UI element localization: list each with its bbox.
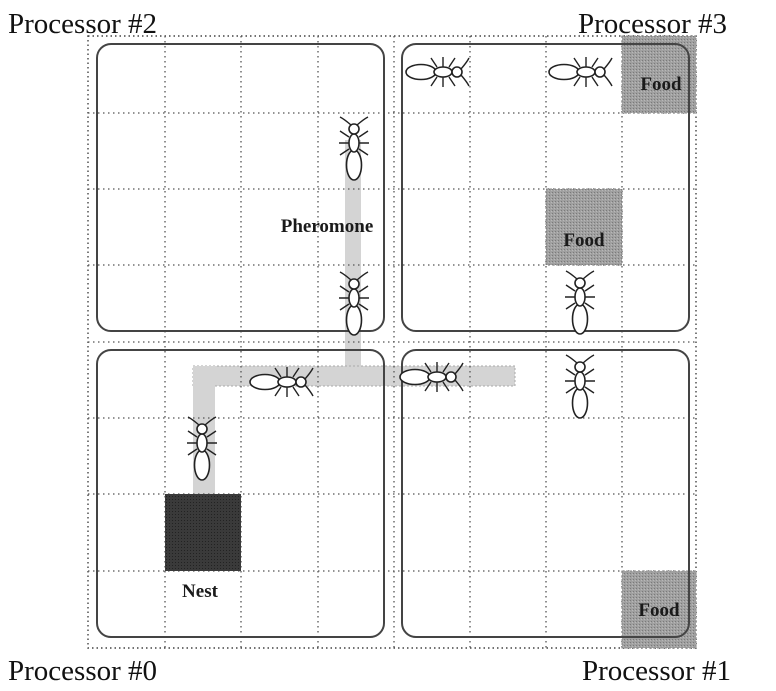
ant-icon <box>565 271 595 334</box>
ant-icon <box>339 272 369 335</box>
food-label-top-right: Food <box>640 74 682 95</box>
processor-0-region <box>97 350 384 637</box>
ant-icon <box>339 117 369 180</box>
nest-cell <box>165 494 241 571</box>
nest-label: Nest <box>182 581 219 602</box>
food-label-middle: Food <box>563 230 605 251</box>
ant-icon <box>565 355 595 418</box>
pheromone-label: Pheromone <box>281 216 374 237</box>
food-label-bottom-right: Food <box>638 600 680 621</box>
ant-icon <box>406 57 469 87</box>
food-cell-middle <box>546 189 622 265</box>
ant-icon <box>549 57 612 87</box>
